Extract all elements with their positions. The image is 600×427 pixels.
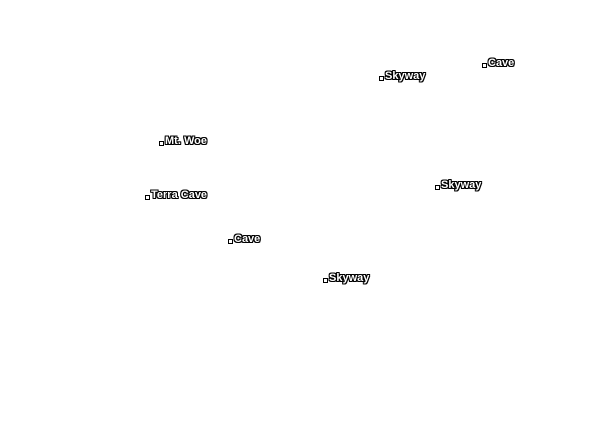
map-label-text: Terra Cave [151, 189, 208, 201]
map-label-text: Mt. Woe [165, 135, 207, 147]
place-dot-icon [436, 186, 439, 189]
place-dot-icon [483, 64, 486, 67]
map-label-cave[interactable]: Cave [483, 57, 514, 69]
place-dot-icon [146, 196, 149, 199]
map-label-skyway[interactable]: Skyway [324, 272, 369, 284]
place-dot-icon [324, 279, 327, 282]
map-label-text: Skyway [385, 70, 426, 82]
map-label-text: Skyway [441, 179, 482, 191]
map-label-skyway[interactable]: Skyway [380, 70, 425, 82]
map-label-text: Cave [488, 57, 515, 69]
map-label-text: Skyway [329, 272, 370, 284]
place-dot-icon [160, 142, 163, 145]
map-label-skyway[interactable]: Skyway [436, 179, 481, 191]
map-label-mt-woe[interactable]: Mt. Woe [160, 135, 207, 147]
map-label-cave[interactable]: Cave [229, 233, 260, 245]
place-dot-icon [229, 240, 232, 243]
map-label-text: Cave [234, 233, 261, 245]
map-label-terra-cave[interactable]: Terra Cave [146, 189, 207, 201]
place-dot-icon [380, 77, 383, 80]
